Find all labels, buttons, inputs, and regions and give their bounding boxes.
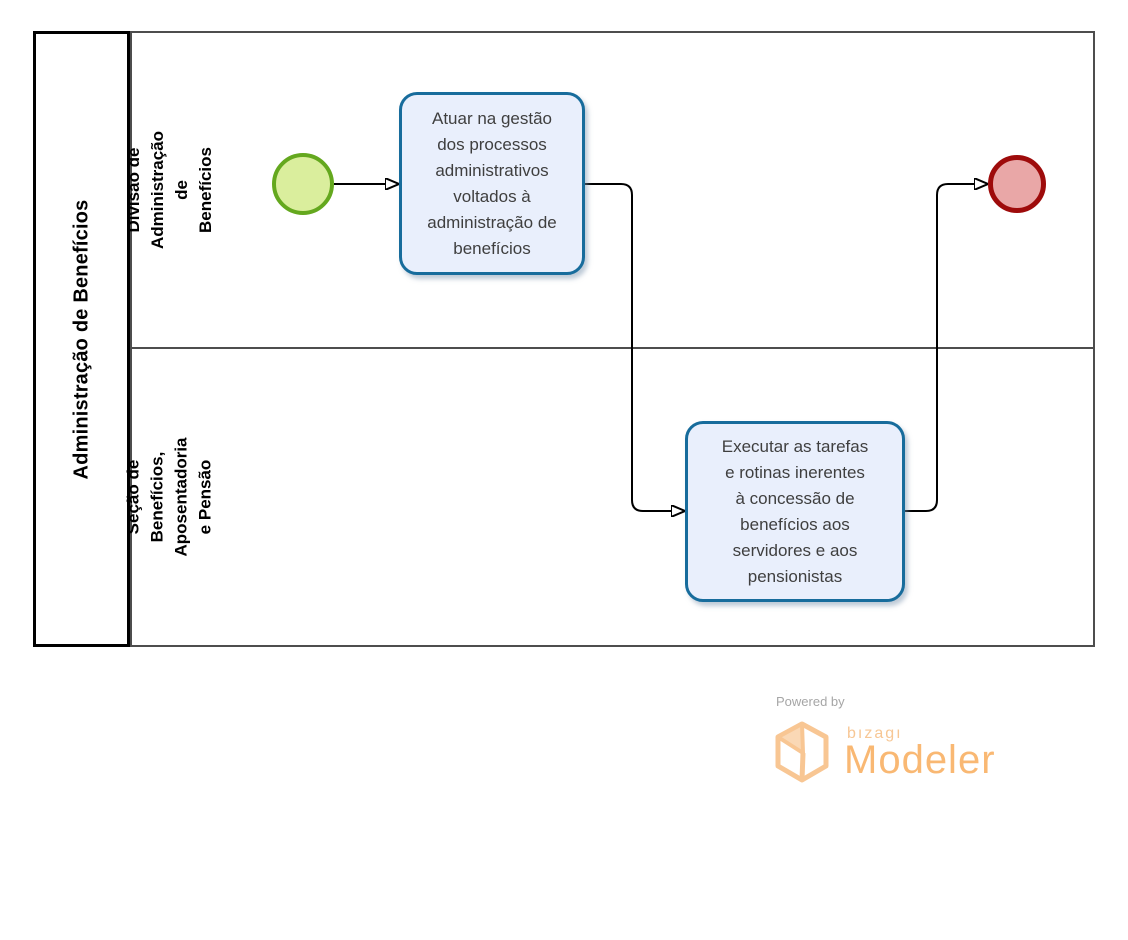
start-event[interactable] xyxy=(272,153,334,215)
task-1-label: Atuar na gestão dos processos administra… xyxy=(427,108,557,258)
lane-2-label-strip: Seção de Benefícios, Aposentadoria e Pen… xyxy=(124,349,215,645)
bizagi-logo-icon xyxy=(775,721,829,783)
lane-secao-beneficios[interactable]: Seção de Benefícios, Aposentadoria e Pen… xyxy=(124,349,1093,645)
pool-label: Administração de Benefícios xyxy=(70,199,93,479)
task-2-label: Executar as tarefas e rotinas inerentes … xyxy=(721,436,869,586)
task-executar-tarefas[interactable]: Executar as tarefas e rotinas inerentes … xyxy=(685,421,905,602)
bizagi-wordmark: bızagı xyxy=(847,725,903,742)
lane-1-label: Divisão de Administração de Benefícios xyxy=(124,130,216,250)
modeler-wordmark: Modeler xyxy=(844,738,996,782)
lane-2-label: Seção de Benefícios, Aposentadoria e Pen… xyxy=(124,437,215,557)
end-event[interactable] xyxy=(988,155,1046,213)
pool-header[interactable]: Administração de Benefícios xyxy=(33,31,130,647)
lane-1-label-strip: Divisão de Administração de Benefícios xyxy=(124,33,215,347)
powered-by-label: Powered by xyxy=(776,694,845,709)
task-atuar-na-gestao[interactable]: Atuar na gestão dos processos administra… xyxy=(399,92,585,275)
pool-lanes: Divisão de Administração de Benefícios S… xyxy=(124,31,1095,647)
